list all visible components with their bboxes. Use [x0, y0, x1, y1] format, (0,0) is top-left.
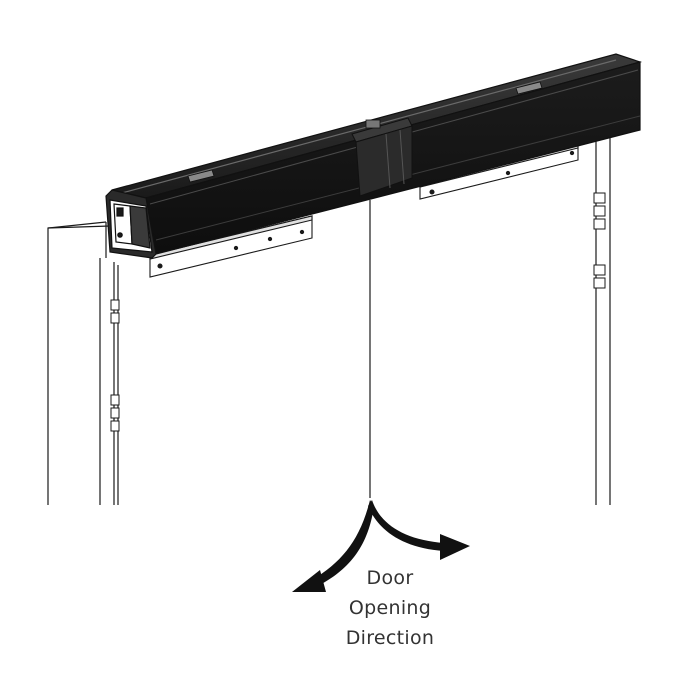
hinge-icon: [110, 299, 120, 432]
door-operator-icon: [111, 53, 643, 255]
direction-label-line-2: Opening: [348, 597, 432, 619]
right-door-frame: [595, 131, 611, 505]
left-door-frame: [47, 221, 119, 505]
swing-arrow-icon: [292, 500, 470, 592]
direction-label-line-1: Door: [366, 567, 414, 589]
hinge-icon: [593, 192, 606, 289]
operator-end-cap: [105, 189, 157, 259]
direction-label-line-3: Direction: [345, 627, 435, 649]
